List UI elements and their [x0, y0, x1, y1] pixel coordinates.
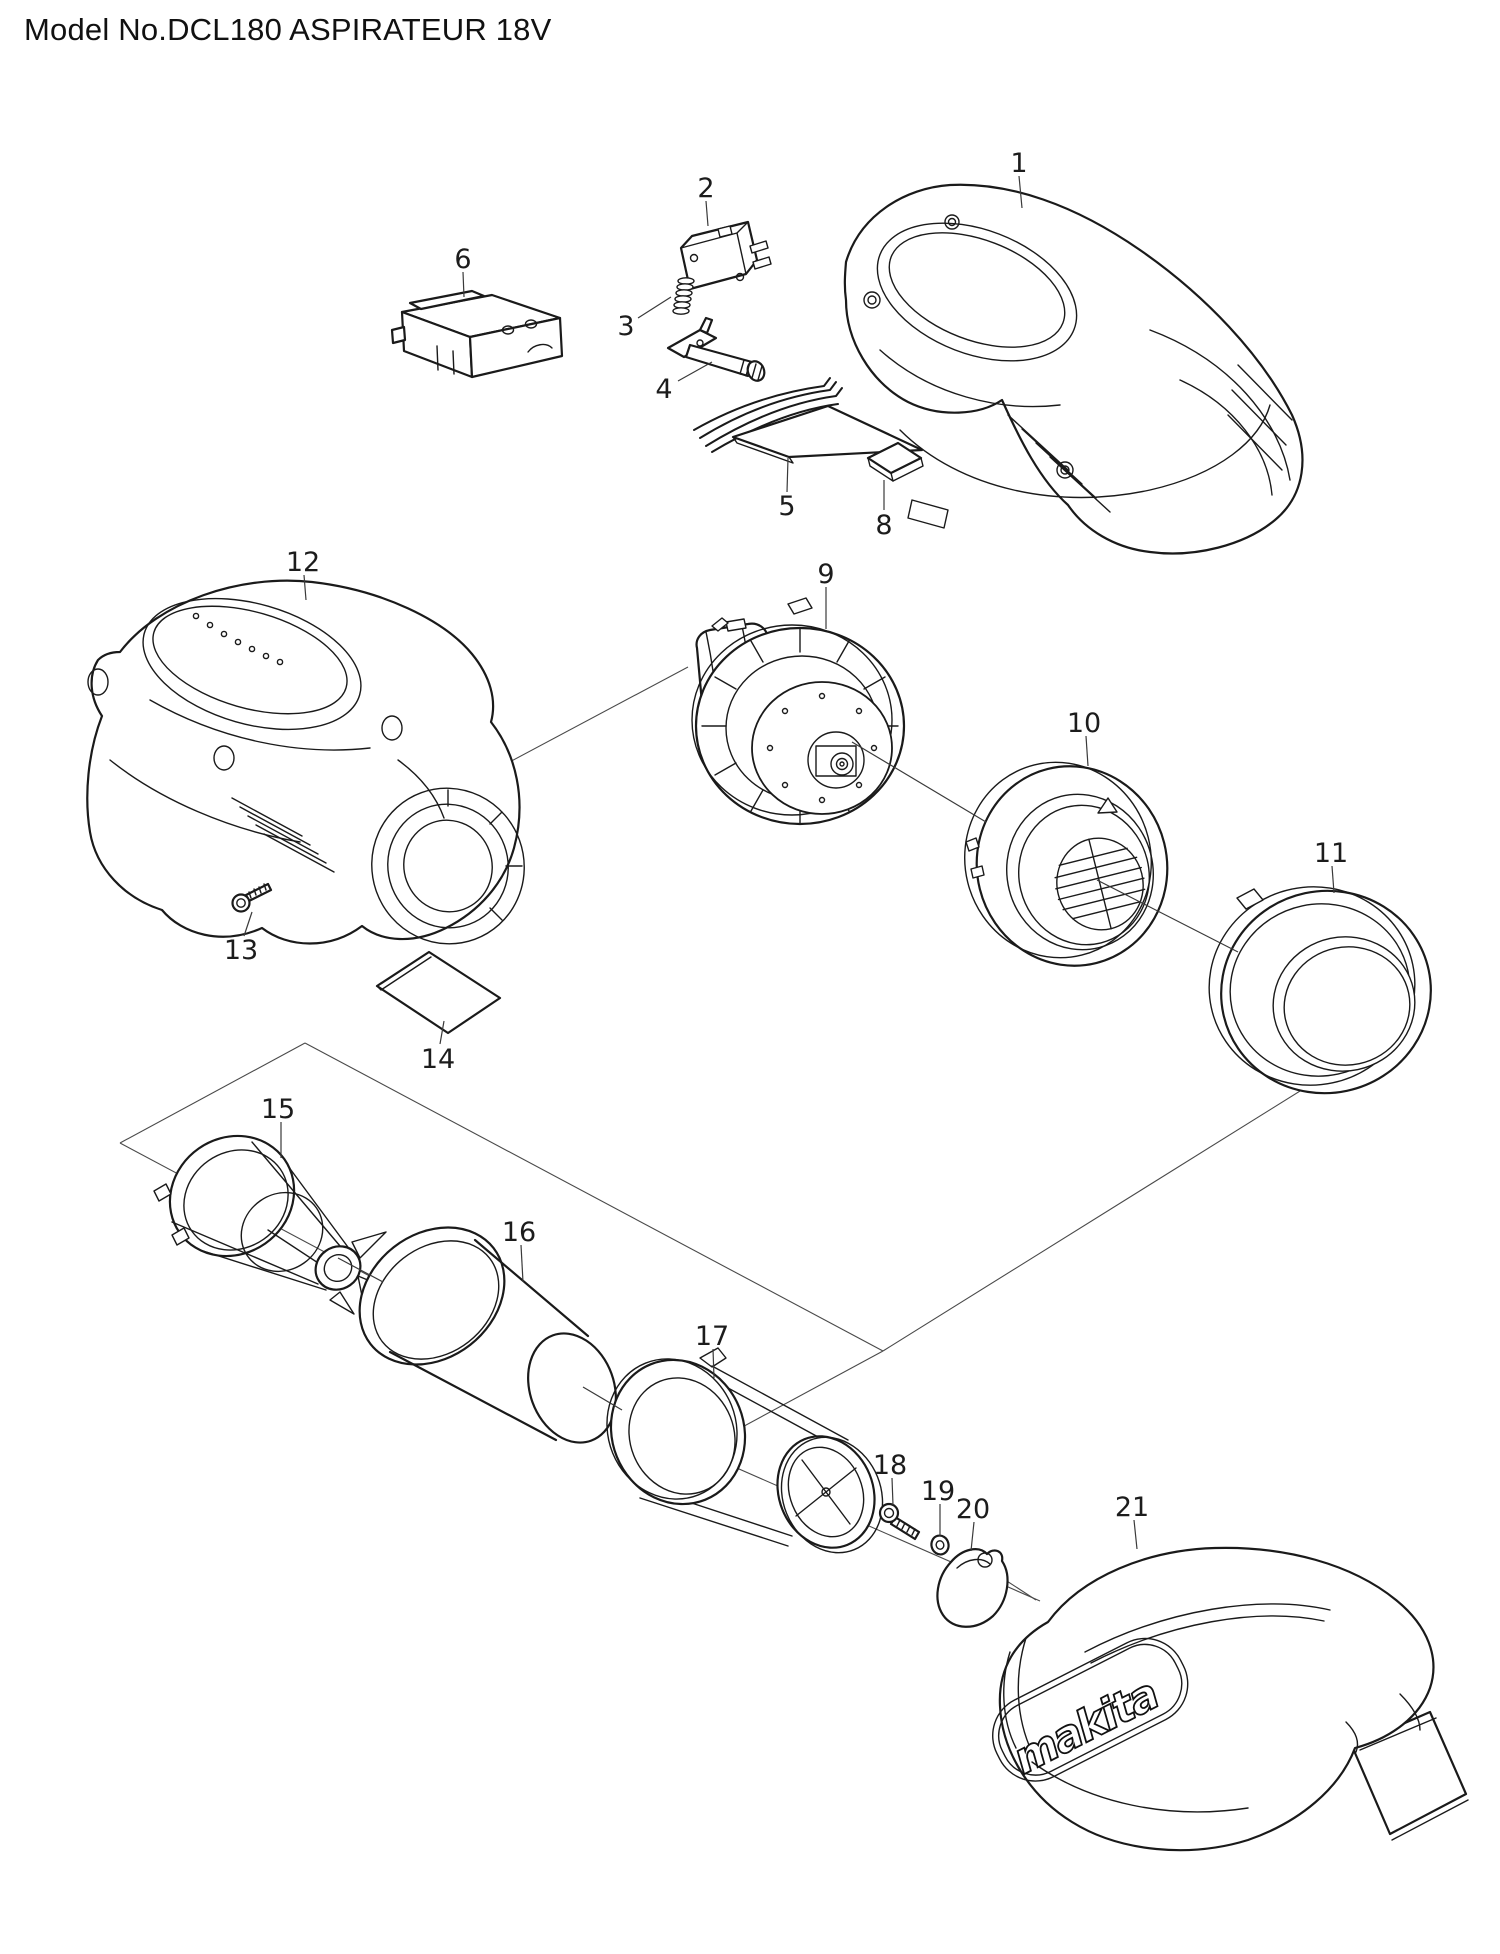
part-label-10: 10 [1067, 708, 1101, 739]
part-label-8: 8 [875, 510, 892, 541]
part-label-16: 16 [502, 1217, 536, 1248]
part-label-6: 6 [454, 244, 471, 275]
part-label-19: 19 [921, 1476, 955, 1507]
part-10-fan-cover [963, 761, 1169, 967]
part-17-filter-frame [606, 1347, 884, 1554]
part-15-filter-cage [153, 1134, 393, 1315]
part-label-9: 9 [817, 559, 834, 590]
part-18-screw [878, 1502, 921, 1541]
part-1-rear-housing-right [843, 183, 1304, 555]
part-label-20: 20 [956, 1494, 990, 1525]
part-number-labels: 1 2 3 4 5 6 8 9 10 11 12 13 14 15 16 17 … [224, 148, 1348, 1525]
leader-lines [243, 175, 1335, 1552]
part-13-tapping-screw [231, 882, 273, 913]
part-label-11: 11 [1314, 838, 1348, 869]
part-2-switch [679, 220, 772, 291]
part-20-rubber-valve [936, 1548, 1009, 1628]
part-label-2: 2 [697, 173, 714, 204]
part-label-17: 17 [695, 1321, 729, 1352]
part-11-seal-ring [1208, 886, 1432, 1095]
part-6-holder-bracket [390, 289, 564, 379]
part-label-5: 5 [778, 491, 795, 522]
part-label-14: 14 [421, 1044, 455, 1075]
page-title: Model No.DCL180 ASPIRATEUR 18V [24, 12, 552, 47]
part-12-rear-housing-left [86, 579, 525, 945]
part-16-cloth-filter [358, 1226, 617, 1444]
part-label-3: 3 [617, 311, 634, 342]
part-label-12: 12 [286, 547, 320, 578]
part-label-18: 18 [873, 1450, 907, 1481]
part-19-washer [930, 1534, 950, 1556]
part-label-1: 1 [1010, 148, 1027, 179]
part-3-spring [672, 277, 695, 315]
part-label-4: 4 [655, 374, 672, 405]
part-4-switch-lever [666, 316, 766, 382]
part-8-sponge-pad [866, 441, 924, 482]
part-label-15: 15 [261, 1094, 295, 1125]
part-label-13: 13 [224, 935, 258, 966]
part-14-name-label [375, 950, 502, 1035]
part-21-nozzle-cover: makita [992, 1546, 1469, 1852]
part-9-motor-fan-assembly [691, 597, 906, 826]
part-5-lead-wires-and-sheet [693, 377, 924, 464]
part-label-21: 21 [1115, 1492, 1149, 1523]
